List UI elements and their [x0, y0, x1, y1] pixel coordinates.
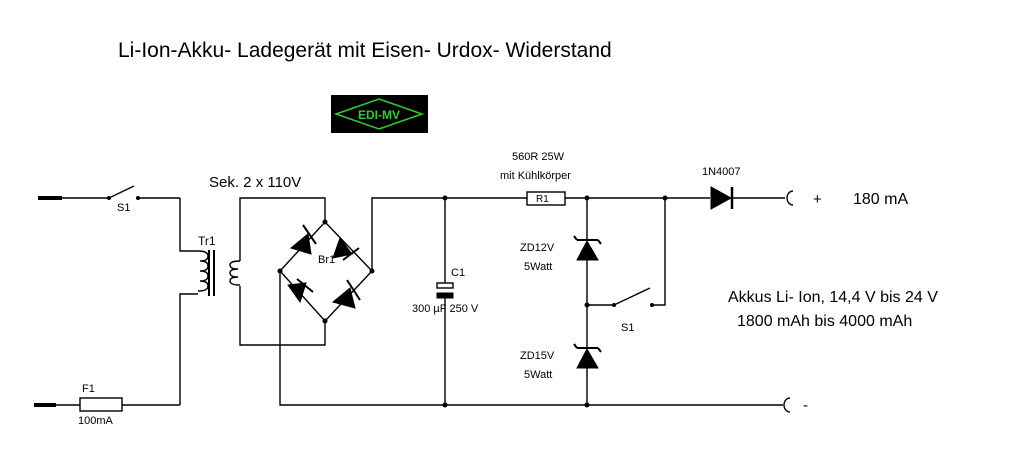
fuse-value: 100mA	[78, 415, 114, 427]
primary-wire-bottom	[179, 293, 198, 405]
bridge-label: Br1	[318, 254, 335, 266]
output-plus-sign: +	[813, 191, 822, 208]
zener1-power: 5Watt	[524, 261, 552, 273]
output-terminal-plus	[786, 190, 794, 206]
resistor-label: R1	[536, 194, 549, 205]
logo-text: EDI-MV	[358, 108, 400, 122]
fuse-f1: F1 100mA	[56, 383, 180, 427]
logo-diamond	[333, 98, 425, 130]
output-terminal-minus	[783, 397, 791, 413]
bridge-rectifier: Br1	[277, 219, 375, 324]
logo-background	[331, 95, 428, 133]
schematic-title: Li-Ion-Akku- Ladegerät mit Eisen- Urdox-…	[118, 39, 612, 62]
primary-wire-top	[179, 198, 198, 252]
capacitor-value: 300 µF 250 V	[412, 303, 479, 315]
resistor-note: mit Kühlkörper	[500, 170, 571, 182]
capacitor-label: C1	[451, 267, 465, 279]
zener-zd15v: ZD15V 5Watt	[520, 305, 602, 405]
secondary-voltage-label: Sek. 2 x 110V	[209, 174, 301, 191]
akku-capacity-label: 1800 mAh bis 4000 mAh	[737, 313, 912, 330]
fuse-label: F1	[82, 383, 95, 395]
resistor-value: 560R 25W	[512, 151, 565, 163]
negative-bus	[279, 271, 783, 406]
edi-mv-logo: EDI-MV	[331, 95, 428, 133]
output-switch-label: S1	[621, 322, 634, 334]
zener2-power: 5Watt	[524, 369, 552, 381]
zener2-label: ZD15V	[520, 350, 555, 362]
resistor-r1: R1 560R 25W mit Kühlkörper	[500, 151, 571, 206]
output-minus-sign: -	[803, 397, 808, 414]
zener-zd12v: ZD12V 5Watt	[520, 198, 602, 305]
input-switch: S1	[62, 185, 180, 214]
zener1-label: ZD12V	[520, 242, 555, 254]
secondary-wire-bottom	[239, 286, 326, 346]
secondary-wire-top	[239, 197, 326, 261]
positive-bus	[371, 197, 527, 271]
charge-current-label: 180 mA	[853, 191, 908, 208]
diode-label: 1N4007	[702, 166, 741, 178]
capacitor-c1: C1 300 µF 250 V	[412, 198, 479, 405]
transformer-label: Tr1	[198, 234, 216, 248]
diode-1n4007: 1N4007	[702, 166, 785, 210]
output-switch: S1	[587, 198, 666, 334]
transformer-tr1: Tr1	[197, 234, 241, 296]
input-switch-label: S1	[117, 202, 130, 214]
akku-type-label: Akkus Li- Ion, 14,4 V bis 24 V	[728, 289, 938, 306]
